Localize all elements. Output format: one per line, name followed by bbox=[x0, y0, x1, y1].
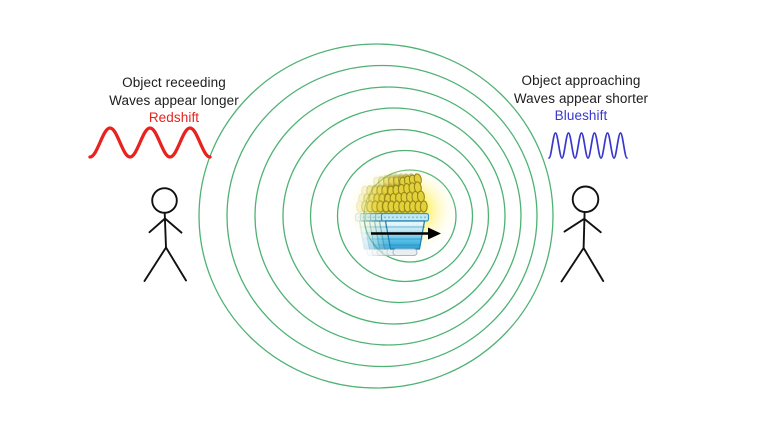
wavefront-circle bbox=[336, 149, 474, 283]
blueshift-annotation: Object approaching Waves appear shorter … bbox=[481, 72, 681, 125]
redshift-annotation-line1: Object receeding bbox=[122, 75, 226, 90]
wavefront-circle bbox=[309, 128, 490, 304]
wavefront-circle bbox=[198, 43, 554, 389]
long-wavelength-wave-icon bbox=[88, 126, 212, 159]
wavefront-circle bbox=[254, 86, 522, 346]
blueshift-label: Blueshift bbox=[554, 108, 608, 123]
stick-figure-observer-left bbox=[143, 187, 187, 282]
wavefront-circle bbox=[226, 64, 538, 368]
redshift-annotation: Object receeding Waves appear longer Red… bbox=[74, 74, 274, 127]
redshift-label: Redshift bbox=[148, 110, 200, 125]
wavefront-circle bbox=[282, 107, 506, 325]
stick-figure-observer-right bbox=[560, 185, 605, 283]
wavefront-circles bbox=[198, 43, 554, 389]
redshift-annotation-line2: Waves appear longer bbox=[109, 92, 239, 108]
motion-arrow-icon bbox=[371, 227, 441, 240]
blueshift-annotation-line1: Object approaching bbox=[521, 73, 641, 88]
blueshift-annotation-line2: Waves appear shorter bbox=[513, 90, 649, 106]
short-wavelength-wave-icon bbox=[548, 132, 628, 159]
